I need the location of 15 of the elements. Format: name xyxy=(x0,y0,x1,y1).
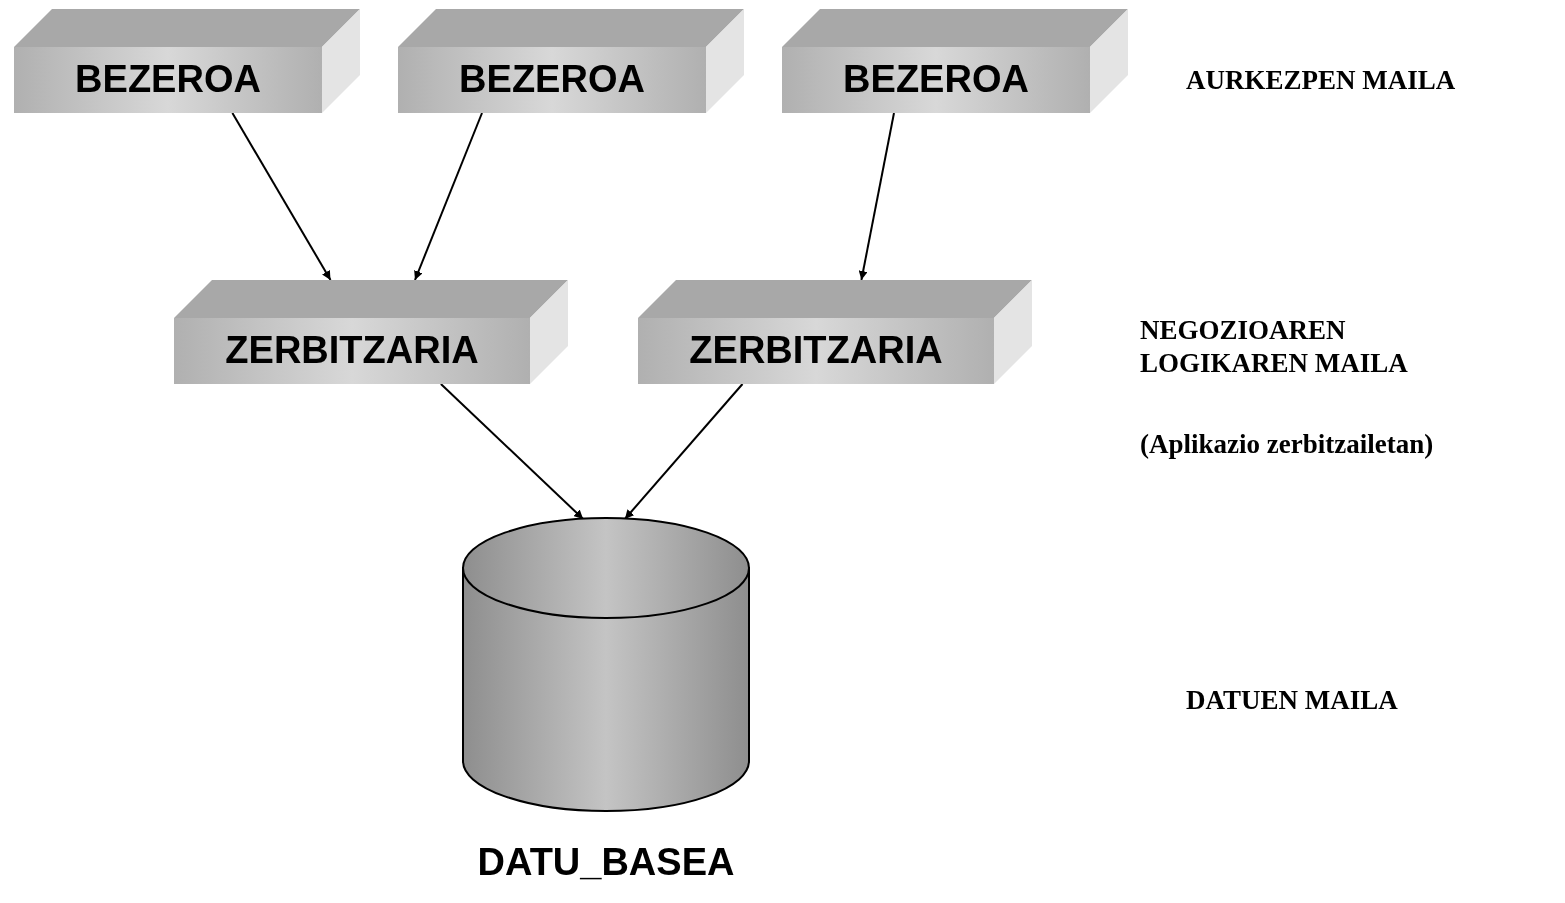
arrow xyxy=(858,112,895,281)
block-label: BEZEROA xyxy=(458,58,646,101)
tier-label: DATUEN MAILA xyxy=(1186,684,1398,717)
arrow xyxy=(623,383,744,520)
database-label: DATU_BASEA xyxy=(476,841,736,884)
block-label: BEZEROA xyxy=(842,58,1030,101)
block-label: ZERBITZARIA xyxy=(688,329,944,372)
tier-label: AURKEZPEN MAILA xyxy=(1186,64,1456,97)
block-label: BEZEROA xyxy=(74,58,262,101)
block-label: ZERBITZARIA xyxy=(224,329,480,372)
tier-label: NEGOZIOAREN LOGIKAREN MAILA xyxy=(1140,314,1409,380)
arrow xyxy=(439,383,585,520)
tier-label: (Aplikazio zerbitzailetan) xyxy=(1140,428,1434,461)
arrow xyxy=(414,112,483,281)
arrow xyxy=(231,112,332,281)
